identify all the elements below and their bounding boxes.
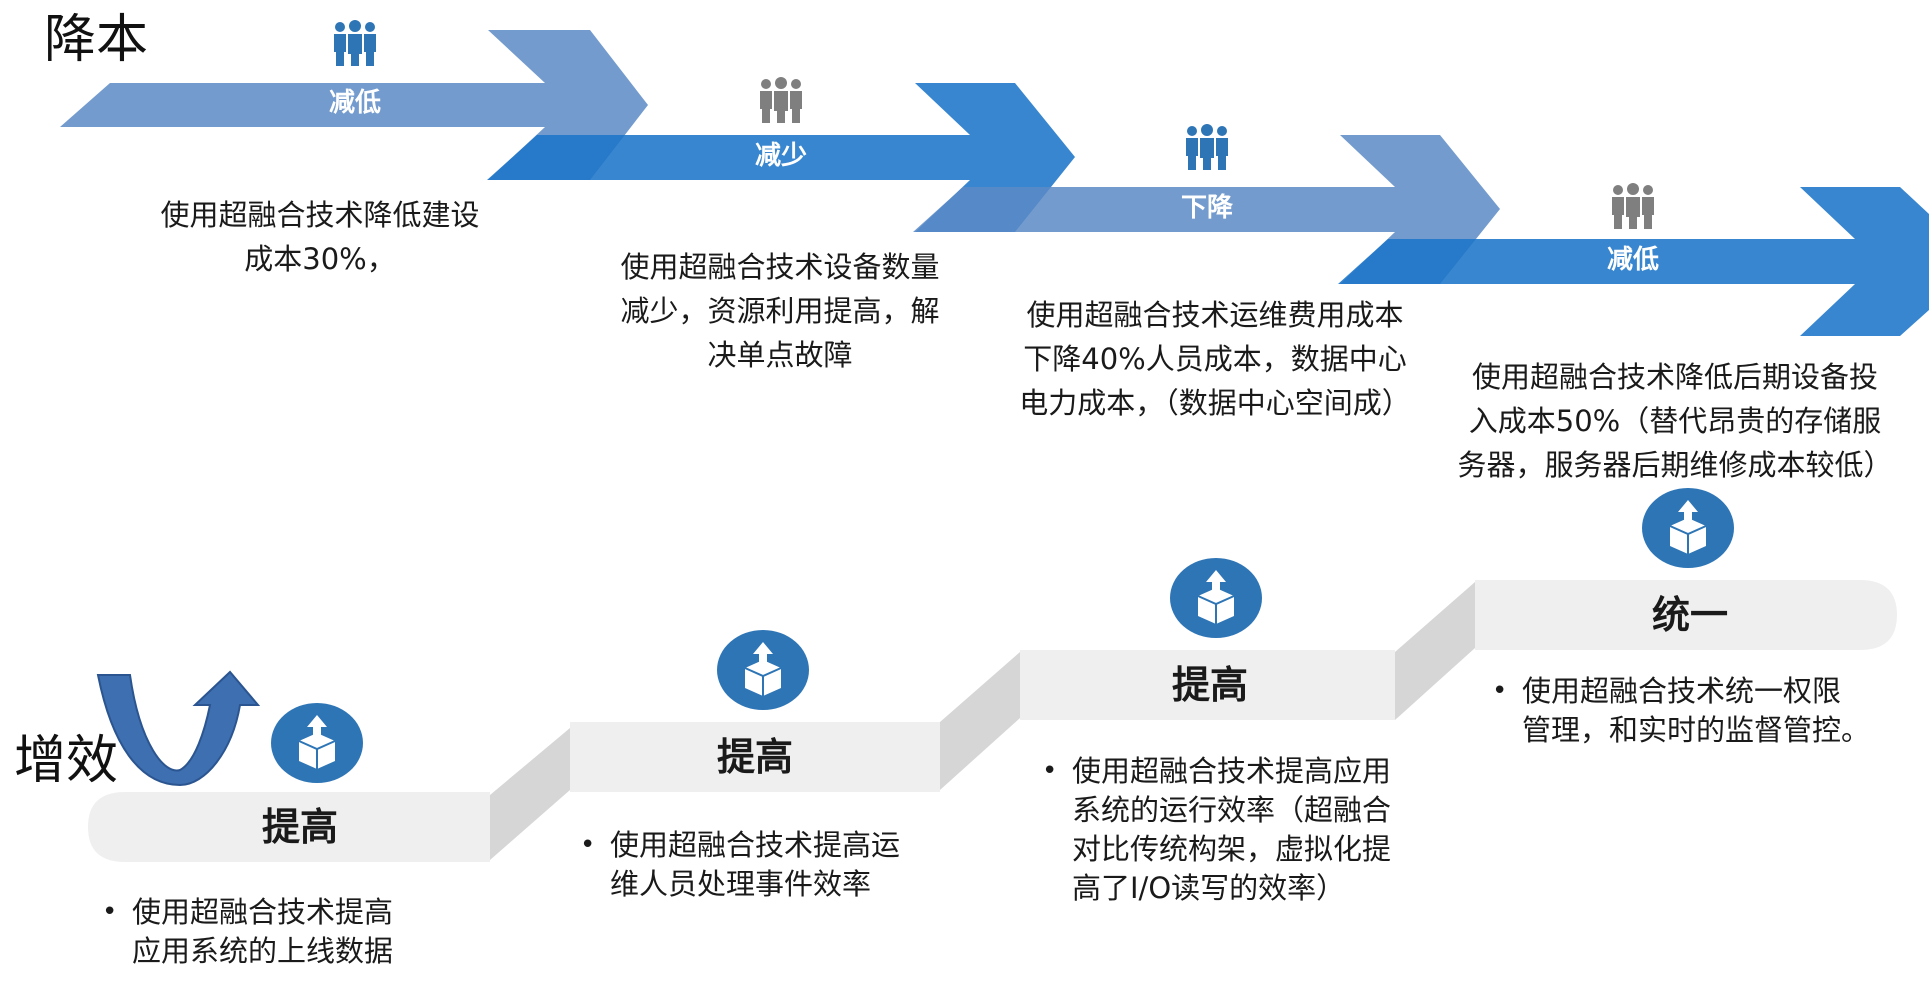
description-line: 入成本50%（替代昂贵的存储服 (1468, 404, 1882, 438)
step-face-3 (1020, 650, 1395, 720)
step-face-4 (1475, 580, 1897, 650)
cost-arrow-4 (1338, 187, 1929, 336)
bullet-line: 使用超融合技术提高 (132, 895, 394, 929)
cost-description-1: 使用超融合技术降低建设 成本30%， (130, 193, 510, 281)
bullet-line: 系统的运行效率（超融合 (1072, 793, 1392, 827)
description-line: 使用超融合技术降低后期设备投 (1471, 360, 1878, 394)
step-4-title: 统一 (1651, 593, 1728, 637)
cost-arrow-4-label: 减低 (1606, 245, 1659, 275)
step-1-title: 提高 (261, 805, 338, 849)
step-2-title: 提高 (716, 735, 793, 779)
step-4-bullet: 使用超融合技术统一权限 管理，和实时的监督管控。 (1492, 672, 1929, 750)
step-face-1 (88, 792, 490, 862)
box-upload-icon (1170, 558, 1262, 638)
curved-up-arrow-icon (96, 670, 261, 787)
description-line: 务器，服务器后期维修成本较低） (1457, 448, 1893, 482)
bullet-line: 使用超融合技术提高应用 (1072, 754, 1392, 788)
description-line: 成本30%， (244, 242, 396, 276)
bullet-line: 管理，和实时的监督管控。 (1522, 713, 1871, 747)
people-icon (1612, 183, 1654, 229)
cost-description-2: 使用超融合技术设备数量 减少，资源利用提高，解 决单点故障 (590, 245, 970, 377)
cost-arrows (60, 30, 1929, 336)
step-3-title: 提高 (1171, 663, 1248, 707)
step-2-bullet: 使用超融合技术提高运 维人员处理事件效率 (580, 826, 990, 904)
box-upload-icon (1642, 488, 1734, 568)
efficiency-icons (271, 488, 1734, 783)
people-icon (1186, 124, 1228, 170)
step-connector (1395, 582, 1475, 720)
cost-arrow-2 (487, 83, 1075, 232)
box-upload-icon (271, 703, 363, 783)
people-icon (334, 20, 376, 66)
cost-arrow-3-label: 下降 (1180, 193, 1233, 223)
bullet-line: 对比传统构架，虚拟化提 (1072, 832, 1392, 866)
cost-arrow-2-label: 减少 (754, 141, 807, 171)
cost-description-4: 使用超融合技术降低后期设备投 入成本50%（替代昂贵的存储服 务器，服务器后期维… (1425, 355, 1925, 487)
bullet-line: 使用超融合技术统一权限 (1522, 674, 1842, 708)
description-line: 决单点故障 (707, 338, 853, 372)
description-line: 使用超融合技术运维费用成本 (1026, 298, 1404, 332)
step-connector (940, 652, 1020, 790)
description-line: 减少，资源利用提高，解 (620, 294, 940, 328)
cost-arrow-1 (60, 30, 648, 180)
step-3-bullet: 使用超融合技术提高应用 系统的运行效率（超融合 对比传统构架，虚拟化提 高了I/… (1042, 752, 1472, 908)
box-upload-icon (717, 630, 809, 710)
efficiency-steps (88, 580, 1897, 862)
bullet-line: 维人员处理事件效率 (610, 867, 872, 901)
description-line: 使用超融合技术降低建设 (160, 198, 480, 232)
bullet-line: 使用超融合技术提高运 (610, 828, 901, 862)
step-connector (490, 728, 570, 860)
cost-description-3: 使用超融合技术运维费用成本 下降40%人员成本，数据中心 电力成本，（数据中心空… (995, 293, 1435, 425)
description-line: 使用超融合技术设备数量 (620, 250, 940, 284)
cost-arrow-1-label: 减低 (328, 88, 381, 118)
step-face-2 (570, 722, 940, 792)
bullet-line: 应用系统的上线数据 (132, 934, 394, 968)
description-line: 电力成本，（数据中心空间成） (1019, 386, 1411, 420)
increase-efficiency-heading: 增效 (14, 731, 119, 791)
description-line: 下降40%人员成本，数据中心 (1023, 342, 1407, 376)
reduce-cost-heading: 降本 (44, 10, 149, 70)
people-icon (760, 77, 802, 123)
step-1-bullet: 使用超融合技术提高 应用系统的上线数据 (102, 893, 492, 971)
cost-arrow-3 (913, 135, 1500, 284)
bullet-line: 高了I/O读写的效率） (1072, 871, 1346, 905)
